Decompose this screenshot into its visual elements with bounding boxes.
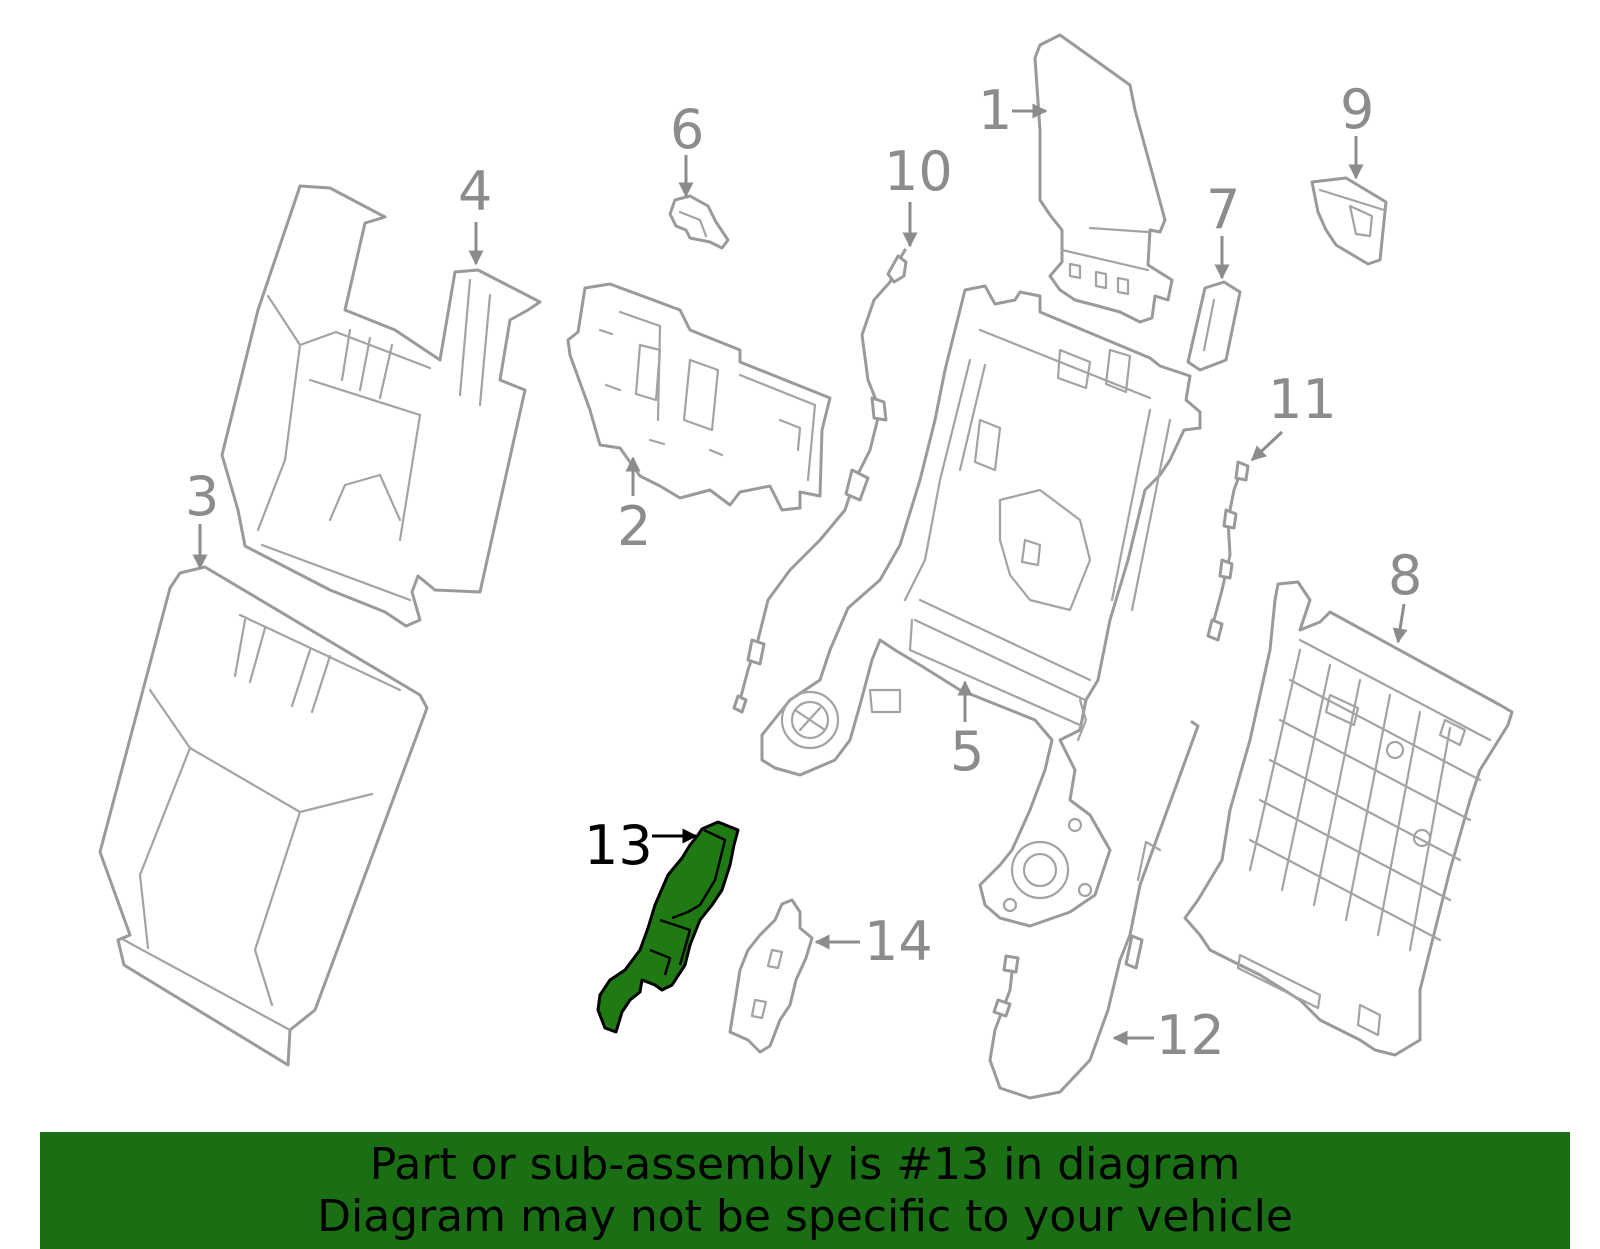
part-12-cable (988, 720, 1200, 1100)
callout-10: 10 (884, 140, 953, 248)
callout-3: 3 (185, 465, 219, 570)
part-14-cover (728, 898, 814, 1054)
part-4-pad (220, 184, 542, 628)
banner-line-part: Part or sub-assembly is #13 in diagram (369, 1138, 1241, 1190)
callout-5: 5 (950, 680, 984, 783)
part-7-strip (1186, 280, 1242, 372)
callout-label-3: 3 (185, 465, 219, 528)
callout-13[interactable]: 13 (584, 814, 698, 877)
callout-11: 11 (1250, 368, 1337, 462)
callout-label-4: 4 (458, 160, 492, 223)
callout-12: 12 (1112, 1004, 1225, 1067)
part-11-strap (1206, 460, 1250, 642)
callout-8: 8 (1388, 544, 1422, 644)
callout-label-11: 11 (1268, 368, 1337, 431)
callout-label-10: 10 (884, 140, 953, 203)
callout-2: 2 (617, 456, 651, 558)
callout-label-1: 1 (978, 79, 1012, 142)
part-3-cushion (98, 565, 429, 1067)
callout-label-7: 7 (1206, 178, 1240, 241)
part-6-clip (668, 194, 730, 250)
callout-9: 9 (1340, 78, 1374, 180)
part-9-bezel (1310, 176, 1388, 266)
callout-label-8: 8 (1388, 544, 1422, 607)
callout-label-13: 13 (584, 814, 653, 877)
callout-label-12: 12 (1156, 1004, 1225, 1067)
part-13-highlighted (596, 820, 740, 1034)
part-2-housing (566, 282, 832, 512)
callout-label-6: 6 (670, 98, 704, 161)
part-5-frame (760, 284, 1202, 928)
callout-6: 6 (670, 98, 704, 198)
callout-label-9: 9 (1340, 78, 1374, 141)
callout-7: 7 (1206, 178, 1240, 280)
parts-diagram: 1 2 3 4 5 6 7 8 9 10 11 12 (98, 33, 1514, 1100)
callout-label-2: 2 (617, 495, 651, 558)
part-8-panel (1183, 580, 1514, 1057)
callout-label-14: 14 (864, 910, 933, 973)
callout-14: 14 (814, 910, 933, 973)
banner-line-disclaimer: Diagram may not be specific to your vehi… (317, 1190, 1293, 1242)
callout-label-5: 5 (950, 720, 984, 783)
part-10-cable (732, 248, 908, 714)
part-1-headrest (1033, 33, 1174, 324)
info-banner: Part or sub-assembly is #13 in diagram D… (40, 1132, 1570, 1249)
callout-4: 4 (458, 160, 492, 266)
callout-1: 1 (978, 79, 1048, 142)
